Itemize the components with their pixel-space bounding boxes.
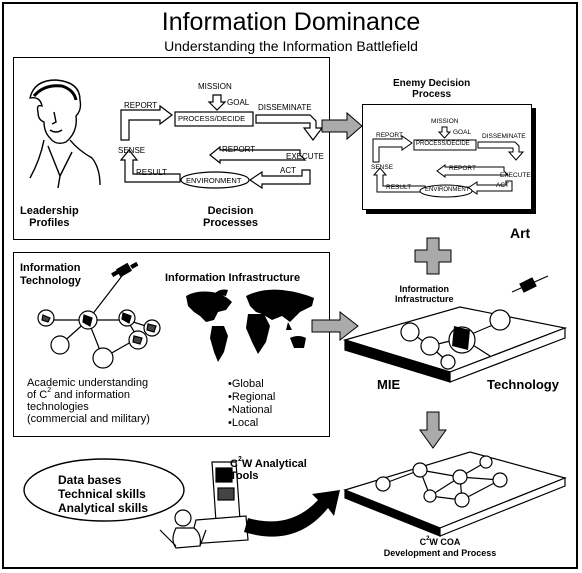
c2w-tools-label: C2W Analytical Tools: [230, 456, 307, 482]
skills-technical: Technical skills: [58, 487, 146, 501]
mie-label: MIE: [377, 377, 401, 392]
decision-processes-label: Decision Processes: [203, 205, 259, 229]
infra-scope-list: Global Regional National Local: [228, 378, 275, 430]
coa-post: W COA: [429, 537, 461, 547]
enemy-act-label: ACT: [496, 182, 509, 189]
main-environment-label: ENVIRONMENT: [186, 176, 242, 185]
info-infra-title: Information Infrastructure: [165, 272, 301, 284]
mie-infra-label: Information Infrastructure: [395, 284, 454, 304]
main-disseminate-label: DISSEMINATE: [258, 103, 312, 112]
academic-text-pre: Academic understanding of C: [27, 377, 149, 401]
enemy-result-label: RESULT: [386, 184, 412, 191]
coa-pre: C: [419, 537, 427, 547]
info-tech-title: Information Technology: [20, 262, 81, 287]
academic-text: Academic understanding of C2 and informa…: [27, 377, 150, 425]
enemy-sense-label: SENSE: [371, 164, 394, 171]
academic-text-post: and information technologies (commercial…: [27, 389, 150, 425]
academic-text-sup: 2: [47, 387, 52, 394]
c2w-tools-post: W Analytical Tools: [230, 458, 307, 482]
enemy-report-top-label: REPORT: [376, 132, 403, 139]
coa-line1: C2W COA: [340, 536, 540, 548]
leadership-profiles-label: Leadership Profiles: [20, 205, 79, 229]
technology-label: Technology: [487, 377, 559, 392]
main-process-label: PROCESS/DECIDE: [178, 114, 246, 123]
main-act-label: ACT: [280, 166, 296, 175]
main-goal-label: GOAL: [227, 98, 250, 107]
list-item: National: [228, 404, 275, 417]
main-result-label: RESULT: [136, 168, 167, 177]
enemy-goal-label: GOAL: [453, 129, 472, 136]
enemy-disseminate-label: DISSEMINATE: [482, 133, 526, 140]
main-mission-label: MISSION: [198, 82, 232, 91]
main-sense-label: SENSE: [118, 146, 146, 155]
skills-databases: Data bases: [58, 473, 122, 487]
coa-line2: Development and Process: [383, 548, 497, 558]
outer-frame: [2, 2, 578, 569]
c2w-tools-pre: C: [230, 458, 238, 470]
coa-label: C2W COA Development and Process: [340, 536, 540, 559]
enemy-process-label: PROCESS/DECIDE: [416, 141, 470, 147]
skills-text: Data bases Technical skills Analytical s…: [58, 473, 148, 515]
enemy-mission-label: MISSION: [431, 118, 459, 125]
c2w-tools-sup: 2: [237, 456, 242, 463]
skills-analytical: Analytical skills: [58, 501, 149, 515]
list-item: Local: [228, 417, 275, 430]
enemy-environment-label: ENVIRONMENT: [425, 187, 470, 193]
enemy-execute-label: EXECUTE: [500, 172, 531, 179]
page-subtitle: Understanding the Information Battlefiel…: [164, 38, 418, 54]
page-title: Information Dominance: [161, 8, 421, 36]
art-label: Art: [510, 225, 531, 241]
enemy-report-bottom-label: REPORT: [449, 165, 476, 172]
main-report-top-label: REPORT: [124, 101, 158, 110]
list-item: Global: [228, 378, 275, 391]
main-execute-label: EXECUTE: [286, 152, 324, 161]
coa-sup: 2: [426, 536, 430, 542]
list-item: Regional: [228, 391, 275, 404]
main-report-bottom-label: REPORT: [222, 145, 256, 154]
enemy-panel-title: Enemy Decision Process: [393, 78, 471, 100]
